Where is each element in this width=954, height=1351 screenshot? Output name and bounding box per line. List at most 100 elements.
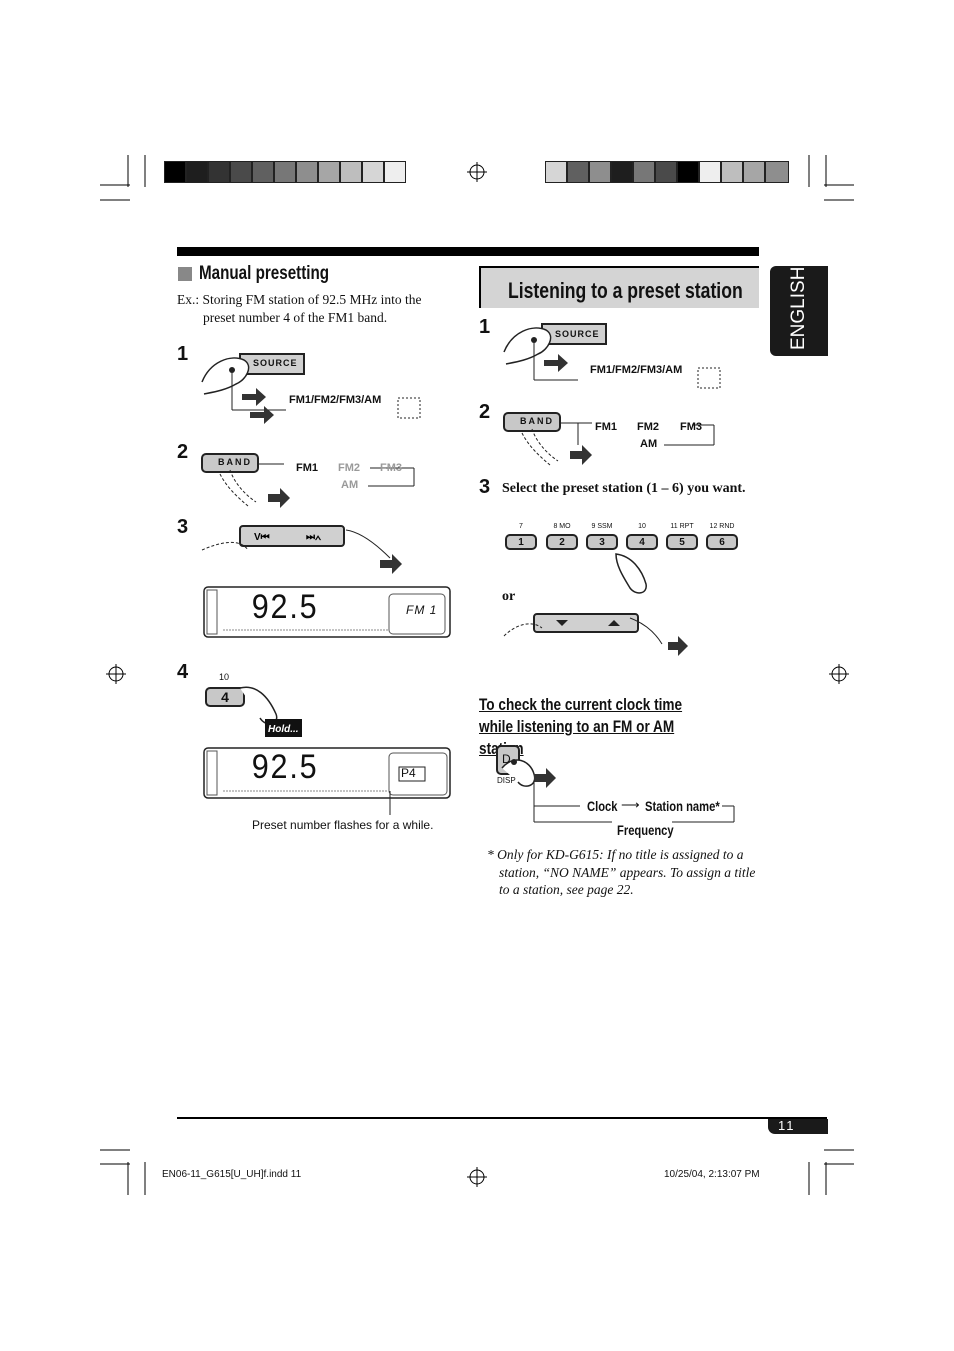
up-down-button-illustration — [503, 613, 688, 656]
right-step2-fm1: FM1 — [595, 421, 617, 433]
left-display-2-frequency: 92.5 — [251, 748, 319, 786]
left-step1-cycle: FM1/FM2/FM3/AM — [289, 394, 382, 406]
left-step1-illustration — [201, 353, 421, 424]
preset-1-top: 7 — [519, 523, 523, 530]
preset-5-top: 11 RPT — [670, 523, 694, 530]
finger-icon — [503, 327, 552, 365]
language-tab-label: ENGLISH — [788, 266, 809, 350]
right-band-button-label: BAND — [520, 416, 554, 426]
preset-6-top: 12 RND — [709, 523, 735, 530]
color-bar-right-7 — [677, 161, 699, 183]
arrow-icon — [544, 354, 568, 372]
color-bar-right-3 — [589, 161, 611, 183]
arrow-icon — [380, 554, 402, 574]
disp-button-label: D — [502, 752, 511, 766]
arrow-icon — [268, 488, 290, 508]
preset-station-heading: Listening to a preset station — [508, 278, 743, 303]
left-source-button-label: SOURCE — [253, 358, 298, 368]
finger-icon — [615, 553, 647, 594]
svg-text:⏭∧: ⏭∧ — [306, 532, 322, 543]
color-bar-left-7 — [296, 161, 318, 183]
preset-4-button-right[interactable]: 4 — [626, 534, 658, 550]
right-step-1-number: 1 — [479, 316, 491, 338]
right-step2-fm2: FM2 — [637, 421, 659, 433]
disp-label: DISP — [497, 776, 516, 785]
preset-3-button[interactable]: 3 — [586, 534, 618, 550]
color-bar-left-4 — [230, 161, 252, 183]
left-display-1-band: FM 1 — [406, 603, 438, 617]
right-step3-text: Select the preset station (1 – 6) you wa… — [502, 481, 746, 496]
preset-4-button[interactable]: 4 — [205, 687, 245, 707]
color-bar-left-1 — [164, 161, 186, 183]
bottom-rule — [177, 1117, 827, 1119]
cycle-station: Station name* — [645, 798, 720, 814]
arrow-icon — [668, 636, 688, 656]
left-display-2 — [203, 747, 451, 815]
right-step2-illustration — [503, 412, 715, 466]
preset-1-button[interactable]: 1 — [505, 534, 537, 550]
color-bar-left-6 — [274, 161, 296, 183]
footer-timestamp: 10/25/04, 2:13:07 PM — [664, 1169, 760, 1180]
color-bar-right-1 — [545, 161, 567, 183]
color-bar-left-10 — [362, 161, 384, 183]
color-bar-right-2 — [567, 161, 589, 183]
left-step2-fm1: FM1 — [296, 462, 318, 474]
hold-badge: Hold... — [265, 719, 302, 737]
right-step1-cycle: FM1/FM2/FM3/AM — [590, 364, 683, 376]
color-bar-right-9 — [721, 161, 743, 183]
registration-marks — [106, 162, 849, 1187]
right-step-3-number: 3 — [479, 476, 491, 498]
preset-5-button[interactable]: 5 — [666, 534, 698, 550]
color-bar-left-9 — [340, 161, 362, 183]
left-display-1 — [203, 586, 451, 638]
left-display-2-preset: P4 — [401, 766, 416, 780]
color-bar-left-2 — [186, 161, 208, 183]
color-bar-left-8 — [318, 161, 340, 183]
finger-icon — [229, 469, 257, 503]
left-step3-illustration: V⏮ ⏭∧ — [201, 525, 402, 574]
manual-presetting-heading: Manual presetting — [199, 263, 330, 284]
left-step-2-number: 2 — [177, 441, 189, 463]
page-number: 11 — [778, 1118, 796, 1133]
finger-icon — [531, 428, 559, 462]
color-bar-left-11 — [384, 161, 406, 183]
left-step2-fm3: FM3 — [380, 462, 402, 474]
arrow-icon — [534, 768, 556, 788]
left-step4-preset-top: 10 — [219, 672, 230, 682]
preset-caption: Preset number flashes for a while. — [252, 818, 434, 832]
cycle-frequency: Frequency — [617, 822, 674, 838]
color-bar-right-6 — [655, 161, 677, 183]
page-number-tab: 11 — [768, 1118, 828, 1134]
left-band-button-label: BAND — [218, 457, 252, 467]
preset-station-heading-box: Listening to a preset station — [479, 266, 759, 308]
footnote: * Only for KD-G615: If no title is assig… — [487, 847, 756, 897]
left-step-3-number: 3 — [177, 516, 189, 538]
color-bar-right-5 — [633, 161, 655, 183]
cycle-clock: Clock — [587, 798, 618, 814]
preset-2-button[interactable]: 2 — [546, 534, 578, 550]
arrow-icon — [242, 388, 266, 406]
finger-icon — [201, 357, 250, 395]
left-step-1-number: 1 — [177, 343, 189, 365]
color-bar-right-8 — [699, 161, 721, 183]
hold-label: Hold... — [268, 724, 299, 735]
right-step-2-number: 2 — [479, 401, 491, 423]
color-bar-left-3 — [208, 161, 230, 183]
preset-2-top: 8 MO — [553, 523, 571, 530]
language-tab: ENGLISH — [770, 266, 828, 356]
left-step-4-number: 4 — [177, 661, 189, 683]
right-step1-illustration — [503, 323, 721, 389]
disp-button-illustration — [496, 745, 735, 823]
down-arrow-icon — [556, 620, 568, 626]
left-display-1-frequency: 92.5 — [251, 588, 319, 626]
left-step2-illustration — [201, 453, 415, 508]
left-step2-fm2: FM2 — [338, 462, 360, 474]
svg-text:V⏮: V⏮ — [254, 532, 270, 543]
preset-6-button[interactable]: 6 — [706, 534, 738, 550]
or-label: or — [502, 589, 516, 604]
section-bullet — [178, 267, 192, 281]
cycle-arrow-icon: ⟶ — [621, 797, 640, 812]
footer-file-name: EN06-11_G615[U_UH]f.indd 11 — [162, 1169, 302, 1180]
top-rule — [177, 247, 759, 256]
